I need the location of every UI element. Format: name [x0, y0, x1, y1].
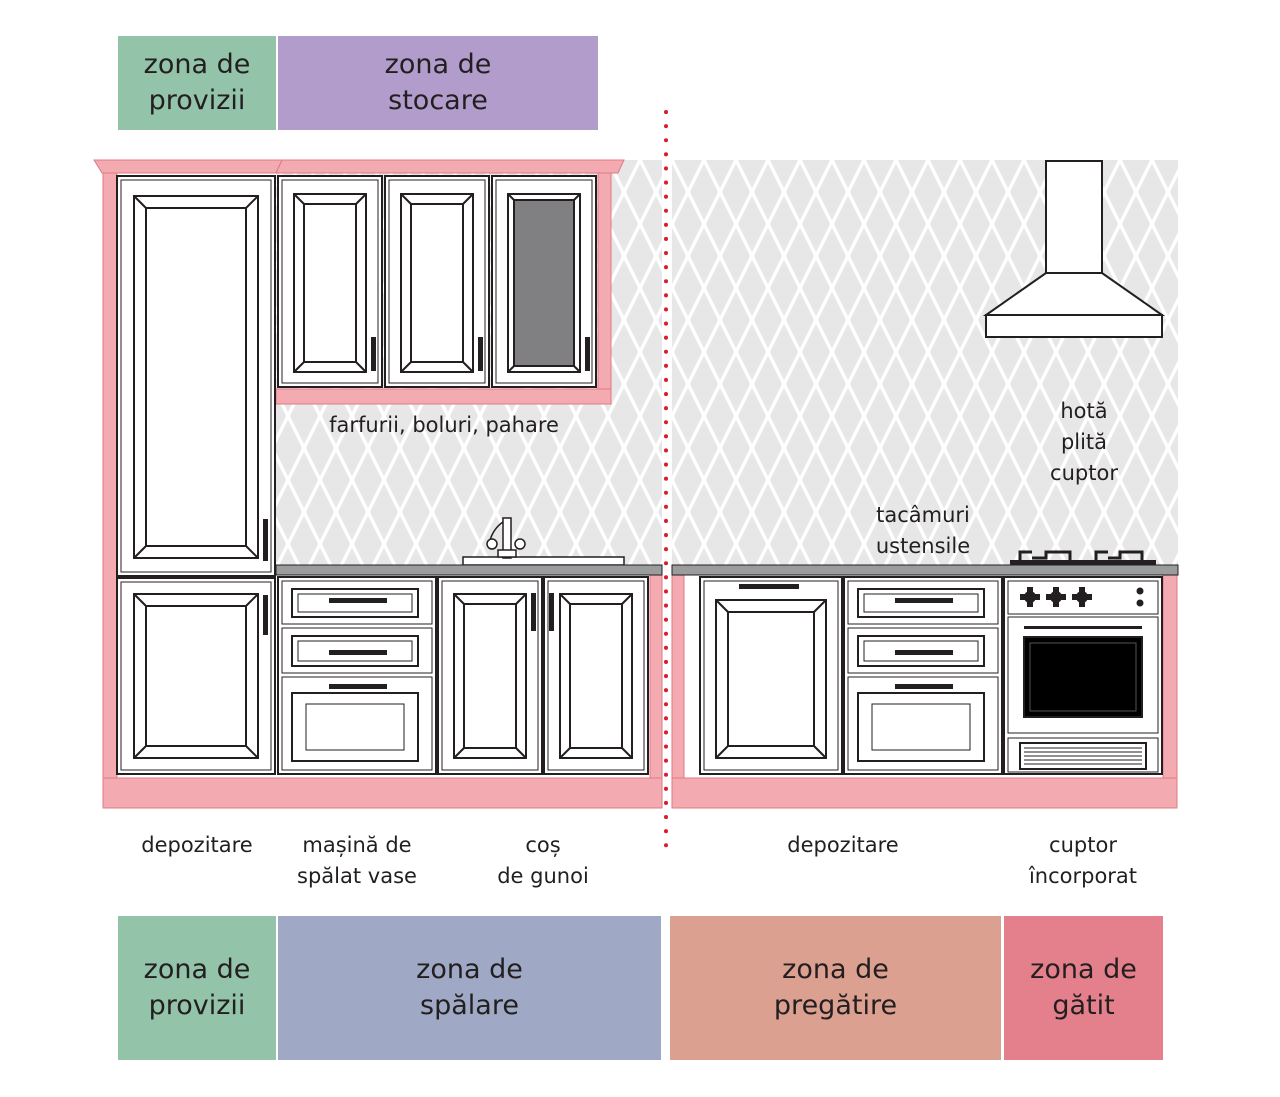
stove-burner-icon	[1010, 550, 1156, 565]
range-hood-icon	[982, 160, 1166, 338]
label-cooking-appliances: hotă plită cuptor	[1050, 399, 1118, 485]
countertop-left	[275, 564, 663, 576]
bottom-zone-pregatire: zona de pregătire	[670, 916, 1001, 1060]
top-zone-stocare: zona de stocare	[278, 36, 598, 130]
label-dishwasher: mașină de spălat vase	[297, 833, 417, 888]
oven-icon	[1003, 576, 1163, 775]
label-upper-cabinets: farfurii, boluri, pahare	[329, 413, 559, 437]
label-built-in-oven: cuptor încorporat	[1028, 833, 1138, 888]
label-cutlery: tacâmuri ustensile	[875, 503, 971, 558]
lower-cabinets-right	[699, 576, 1003, 775]
label-trash: coș de gunoi	[497, 833, 589, 888]
label-storage-left: depozitare	[141, 833, 253, 857]
pink-highlight-right	[671, 574, 1178, 809]
lower-cabinets-left	[277, 576, 649, 775]
countertop-right	[671, 564, 1179, 576]
bottom-zone-spalare: zona de spălare	[278, 916, 661, 1060]
bottom-zone-provizii: zona de provizii	[118, 916, 276, 1060]
label-storage-right: depozitare	[787, 833, 899, 857]
upper-cabinets	[277, 175, 597, 388]
top-zone-provizii: zona de provizii	[118, 36, 276, 130]
bottom-zone-gatit: zona de gătit	[1004, 916, 1163, 1060]
tall-pantry-cabinet	[116, 175, 276, 775]
